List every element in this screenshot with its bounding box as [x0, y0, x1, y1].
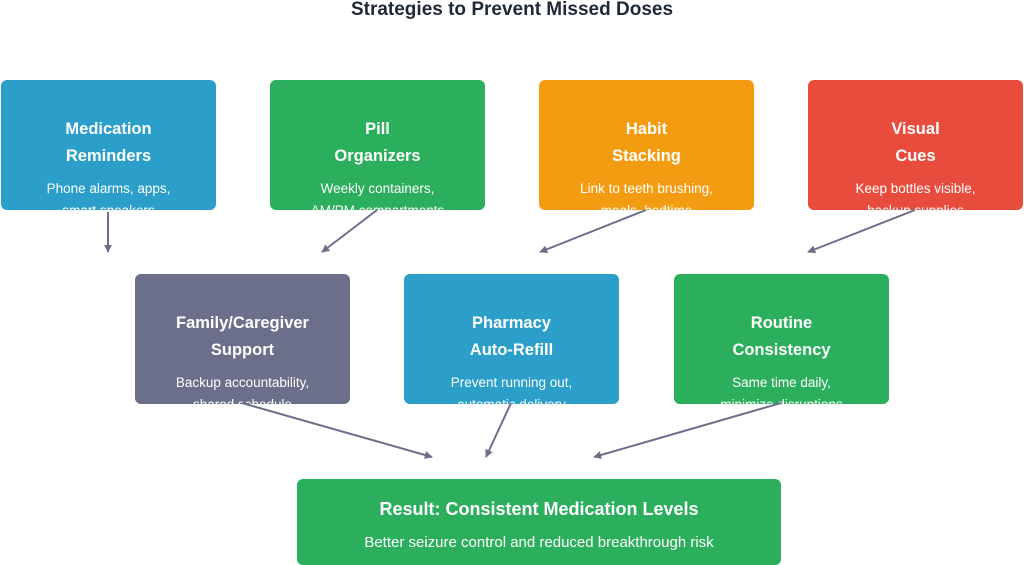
strategy-description-line: backup supplies — [808, 200, 1023, 210]
strategy-title-line: Visual — [891, 120, 940, 138]
strategy-description-line: Phone alarms, apps, — [46, 181, 171, 196]
strategy-description: Same time daily, minimize disruptions — [674, 372, 889, 404]
strategy-visual-cues: Visual Cues Keep bottles visible, backup… — [808, 80, 1023, 210]
strategy-title-line: Reminders — [65, 147, 152, 165]
strategy-description-line: smart speakers — [1, 200, 216, 210]
arrow-refill-to-result — [485, 402, 512, 458]
arrow-routine-to-result — [593, 402, 782, 459]
strategy-title-line: Cues — [895, 147, 936, 165]
strategy-title: Pharmacy Auto-Refill — [404, 310, 619, 364]
result-box: Result: Consistent Medication Levels Bet… — [297, 479, 781, 565]
strategy-title-line: Organizers — [334, 147, 421, 165]
strategy-title-line: Family/Caregiver — [176, 314, 309, 332]
strategy-pill-organizers: Pill Organizers Weekly containers, AM/PM… — [270, 80, 485, 210]
result-title: Result: Consistent Medication Levels — [379, 499, 699, 519]
strategy-description: Weekly containers, AM/PM compartments — [270, 178, 485, 210]
arrow-support-to-result — [241, 402, 433, 459]
strategy-description: Phone alarms, apps, smart speakers — [1, 178, 216, 210]
strategy-pharmacy-auto-refill: Pharmacy Auto-Refill Prevent running out… — [404, 274, 619, 404]
strategy-medication-reminders: Medication Reminders Phone alarms, apps,… — [1, 80, 216, 210]
strategy-family-caregiver-support: Family/Caregiver Support Backup accounta… — [135, 274, 350, 404]
strategy-title: Medication Reminders — [1, 116, 216, 170]
arrow-organizers-to-support — [321, 209, 378, 253]
diagram-title: Strategies to Prevent Missed Doses — [350, 0, 674, 20]
strategy-title-line: Support — [210, 341, 275, 359]
strategy-title: Visual Cues — [808, 116, 1023, 170]
strategy-description: Link to teeth brushing, meals, bedtime — [539, 178, 754, 210]
strategy-title: Routine Consistency — [674, 310, 889, 364]
strategy-title: Pill Organizers — [270, 116, 485, 170]
strategy-description-line: Weekly containers, — [320, 181, 435, 196]
strategy-routine-consistency: Routine Consistency Same time daily, min… — [674, 274, 889, 404]
arrow-cues-to-routine — [807, 209, 916, 254]
strategy-title-line: Auto-Refill — [469, 341, 554, 359]
strategy-title-line: Stacking — [612, 147, 681, 165]
strategy-description: Prevent running out, automatic delivery — [404, 372, 619, 404]
strategy-description-line: Link to teeth brushing, — [580, 181, 713, 196]
strategy-description-line: shared schedule — [135, 394, 350, 404]
result-description: Better seizure control and reduced break… — [364, 534, 714, 551]
strategy-title: Family/Caregiver Support — [135, 310, 350, 364]
strategy-title-line: Medication — [65, 120, 152, 138]
strategy-description-line: minimize disruptions — [674, 394, 889, 404]
strategy-description-line: AM/PM compartments — [270, 200, 485, 210]
strategy-title-line: Pill — [365, 120, 390, 138]
strategy-description: Backup accountability, shared schedule — [135, 372, 350, 404]
strategy-title-line: Routine — [750, 314, 813, 332]
strategy-title-line: Consistency — [732, 341, 831, 359]
strategy-description-line: automatic delivery — [404, 394, 619, 404]
strategy-description-line: Prevent running out, — [450, 375, 573, 390]
strategy-description-line: Backup accountability, — [175, 375, 310, 390]
strategy-description-line: Keep bottles visible, — [855, 181, 976, 196]
arrow-habit-to-refill — [539, 209, 647, 254]
strategy-description-line: Same time daily, — [732, 375, 831, 390]
strategy-title-line: Pharmacy — [472, 314, 551, 332]
strategy-title: Habit Stacking — [539, 116, 754, 170]
strategy-description-line: meals, bedtime — [539, 200, 754, 210]
strategy-description: Keep bottles visible, backup supplies — [808, 178, 1023, 210]
strategy-habit-stacking: Habit Stacking Link to teeth brushing, m… — [539, 80, 754, 210]
strategy-title-line: Habit — [625, 120, 668, 138]
